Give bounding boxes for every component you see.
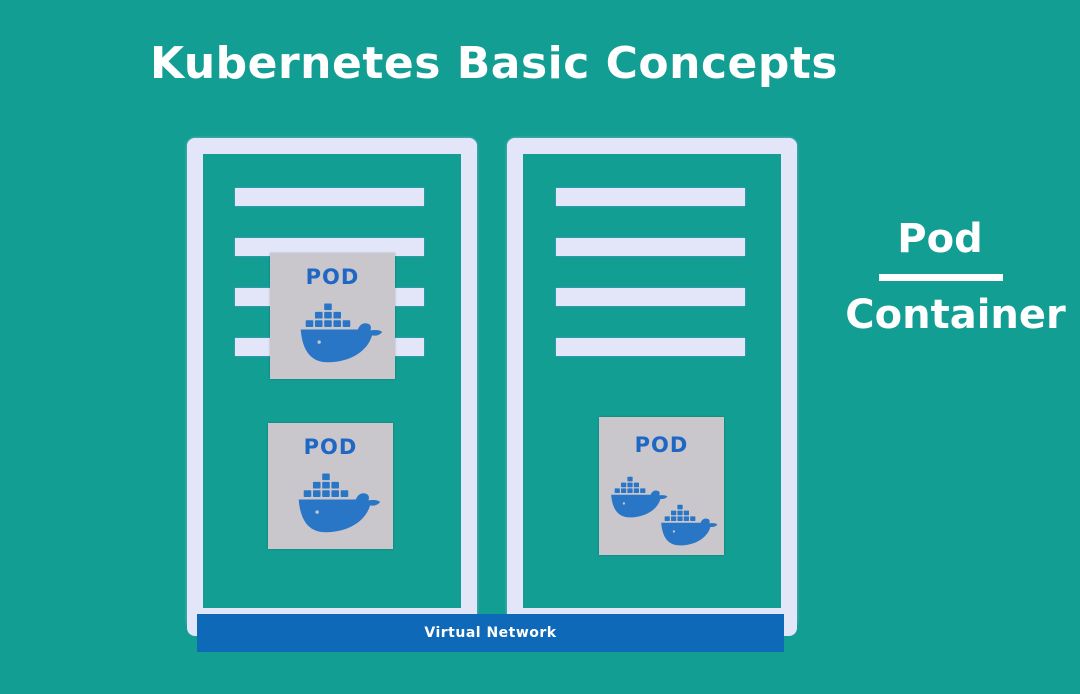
legend-container-label: Container bbox=[845, 292, 1066, 338]
node-1-rack-bar bbox=[235, 188, 424, 206]
pod-box: POD bbox=[599, 417, 724, 555]
docker-whale-icon bbox=[660, 501, 718, 548]
legend-divider bbox=[879, 274, 1003, 281]
pod-label: POD bbox=[634, 433, 689, 457]
node-2-rack-bar bbox=[556, 338, 745, 356]
pod-label: POD bbox=[303, 435, 358, 459]
node-2-rack-bar bbox=[556, 238, 745, 256]
node-2-rack-bar bbox=[556, 188, 745, 206]
docker-whale-icon bbox=[299, 298, 383, 366]
legend-pod-label: Pod bbox=[897, 216, 983, 262]
node-1-rack-bar bbox=[235, 238, 424, 256]
pod-label: POD bbox=[305, 265, 360, 289]
node-2-rack-bar bbox=[556, 288, 745, 306]
pod-box: POD bbox=[270, 253, 395, 379]
docker-whale-icon bbox=[297, 468, 381, 536]
pod-box: POD bbox=[268, 423, 393, 549]
node-1-server bbox=[187, 138, 477, 624]
page-title: Kubernetes Basic Concepts bbox=[150, 38, 839, 89]
node-2-server bbox=[507, 138, 797, 624]
virtual-network-bar: Virtual Network bbox=[197, 614, 784, 652]
